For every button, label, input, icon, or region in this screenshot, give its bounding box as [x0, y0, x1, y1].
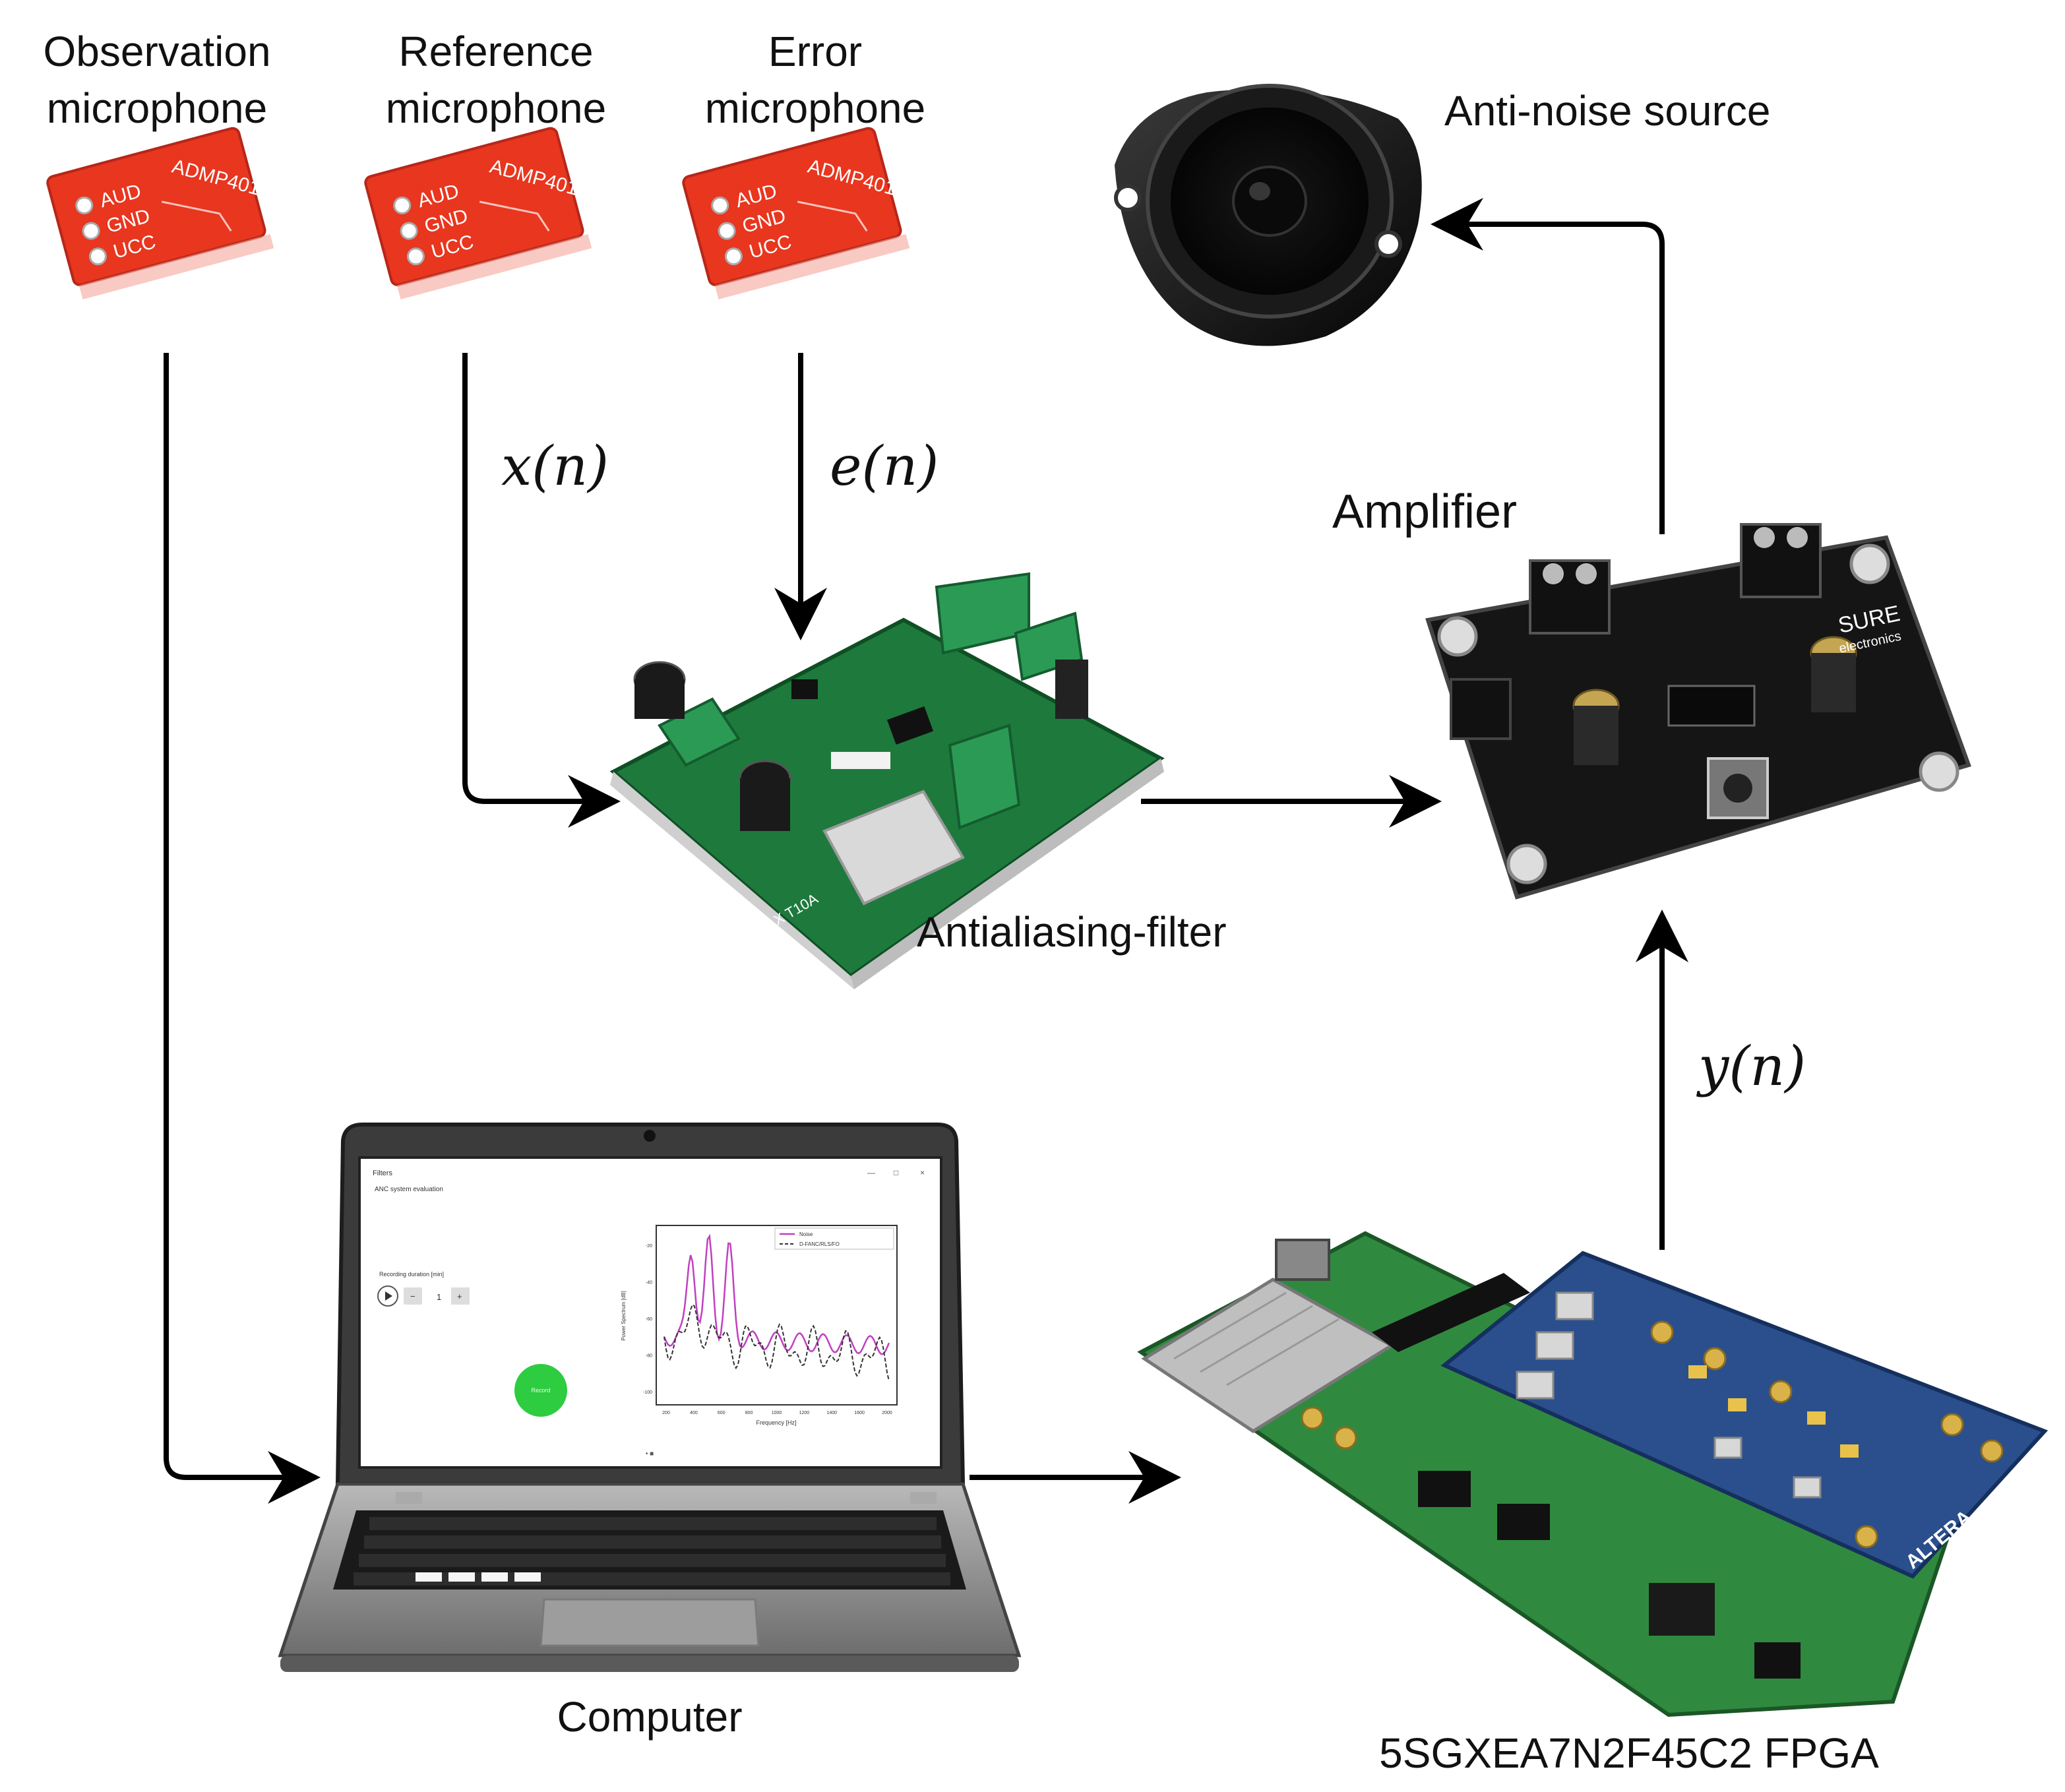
spectrum-plot-frame [656, 1225, 898, 1406]
signal-e-label: e(n) [830, 435, 939, 498]
screen-record-label: Record [531, 1387, 550, 1394]
observation-mic-label: Observation microphone [43, 28, 270, 132]
signal-y-label: y(n) [1696, 1035, 1806, 1098]
spectrum-x-tick: 1200 [799, 1411, 810, 1415]
screen-increment-button[interactable] [451, 1287, 470, 1305]
fpga-board: ALTERA [1137, 1231, 2049, 1717]
screen-window-title: Filters [373, 1169, 392, 1177]
spectrum-x-tick: 1600 [854, 1411, 865, 1415]
error-mic-label-line2: microphone [705, 84, 925, 132]
spectrum-legend-noise: Noise [799, 1231, 813, 1237]
computer-label: Computer [557, 1693, 743, 1741]
minus-icon: − [410, 1291, 416, 1301]
speaker-image [1114, 84, 1422, 346]
screen-page-dots: • ■ [646, 1450, 654, 1458]
amplifier-board: SURE electronics [1425, 523, 1971, 900]
spectrum-x-ticks: 200 400 600 800 1000 1200 1400 1600 2000 [662, 1411, 892, 1415]
screen-window-maximize-icon[interactable]: □ [894, 1168, 898, 1177]
antialiasing-filter-label: Antialiasing-filter [917, 908, 1227, 956]
spectrum-x-tick: 800 [745, 1411, 753, 1415]
spectrum-y-tick: -20 [646, 1244, 652, 1249]
reference-mic-label-line1: Reference [398, 28, 593, 75]
spectrum-y-tick: -60 [646, 1317, 652, 1322]
spectrum-y-ticks: -20 -40 -60 -80 -100 [643, 1244, 652, 1395]
spectrum-x-tick: 2000 [882, 1411, 892, 1415]
arrow-observation-to-computer [164, 353, 321, 1504]
anti-noise-source-label: Anti-noise source [1444, 87, 1770, 135]
spectrum-x-tick: 200 [662, 1411, 670, 1415]
error-mic-board: AUD GND UCC ADMP401 [682, 127, 910, 299]
screen-app-window: Filters — □ × ANC system evaluation Reco… [373, 1168, 925, 1458]
screen-window-close-icon[interactable]: × [920, 1168, 925, 1177]
spectrum-y-tick: -80 [646, 1354, 652, 1359]
antialiasing-filter-board: MAX T10A [609, 572, 1165, 989]
spectrum-y-tick: -100 [643, 1390, 652, 1395]
spectrum-x-tick: 600 [718, 1411, 725, 1415]
reference-mic-label: Reference microphone [386, 28, 606, 132]
error-mic-label-line1: Error [768, 28, 862, 75]
screen-decrement-button[interactable] [404, 1287, 422, 1305]
arrow-amplifier-to-speaker [1431, 198, 1665, 534]
fpga-label: 5SGXEA7N2F45C2 FPGA [1379, 1729, 1879, 1777]
plus-icon: + [457, 1291, 462, 1301]
arrow-reference-to-filter [462, 353, 621, 828]
signal-x-label: x(n) [501, 435, 609, 498]
spectrum-x-tick: 1000 [772, 1411, 782, 1415]
screen-duration-label: Recording duration [min] [379, 1271, 444, 1278]
spectrum-y-tick: -40 [646, 1281, 652, 1285]
amplifier-label: Amplifier [1332, 485, 1517, 538]
spectrum-x-label: Frequency [Hz] [756, 1419, 796, 1426]
spectrum-legend-anc: D-FANC/RLS/FO [799, 1241, 840, 1247]
reference-mic-label-line2: microphone [386, 84, 606, 132]
observation-mic-board: AUD GND UCC ADMP401 [46, 127, 274, 299]
spectrum-legend [774, 1227, 894, 1250]
observation-mic-label-line2: microphone [47, 84, 267, 132]
spectrum-x-tick: 1400 [826, 1411, 837, 1415]
screen-record-button[interactable] [514, 1364, 567, 1417]
reference-mic-board: AUD GND UCC ADMP401 [364, 127, 592, 299]
spectrum-y-label: Power Spectrum [dB] [621, 1291, 627, 1341]
screen-spectrum-chart: -20 -40 -60 -80 -100 200 400 600 800 1000 1200 140… [621, 1225, 898, 1426]
spectrum-x-tick: 400 [690, 1411, 698, 1415]
play-icon [385, 1291, 392, 1301]
spectrum-series-anc [663, 1303, 890, 1381]
laptop-image [278, 1123, 1022, 1672]
observation-mic-label-line1: Observation [43, 28, 270, 75]
screen-duration-value: 1 [437, 1292, 441, 1302]
screen-heading: ANC system evaluation [375, 1186, 443, 1193]
error-mic-label: Error microphone [705, 28, 925, 132]
screen-window-minimize-icon[interactable]: — [867, 1168, 875, 1177]
